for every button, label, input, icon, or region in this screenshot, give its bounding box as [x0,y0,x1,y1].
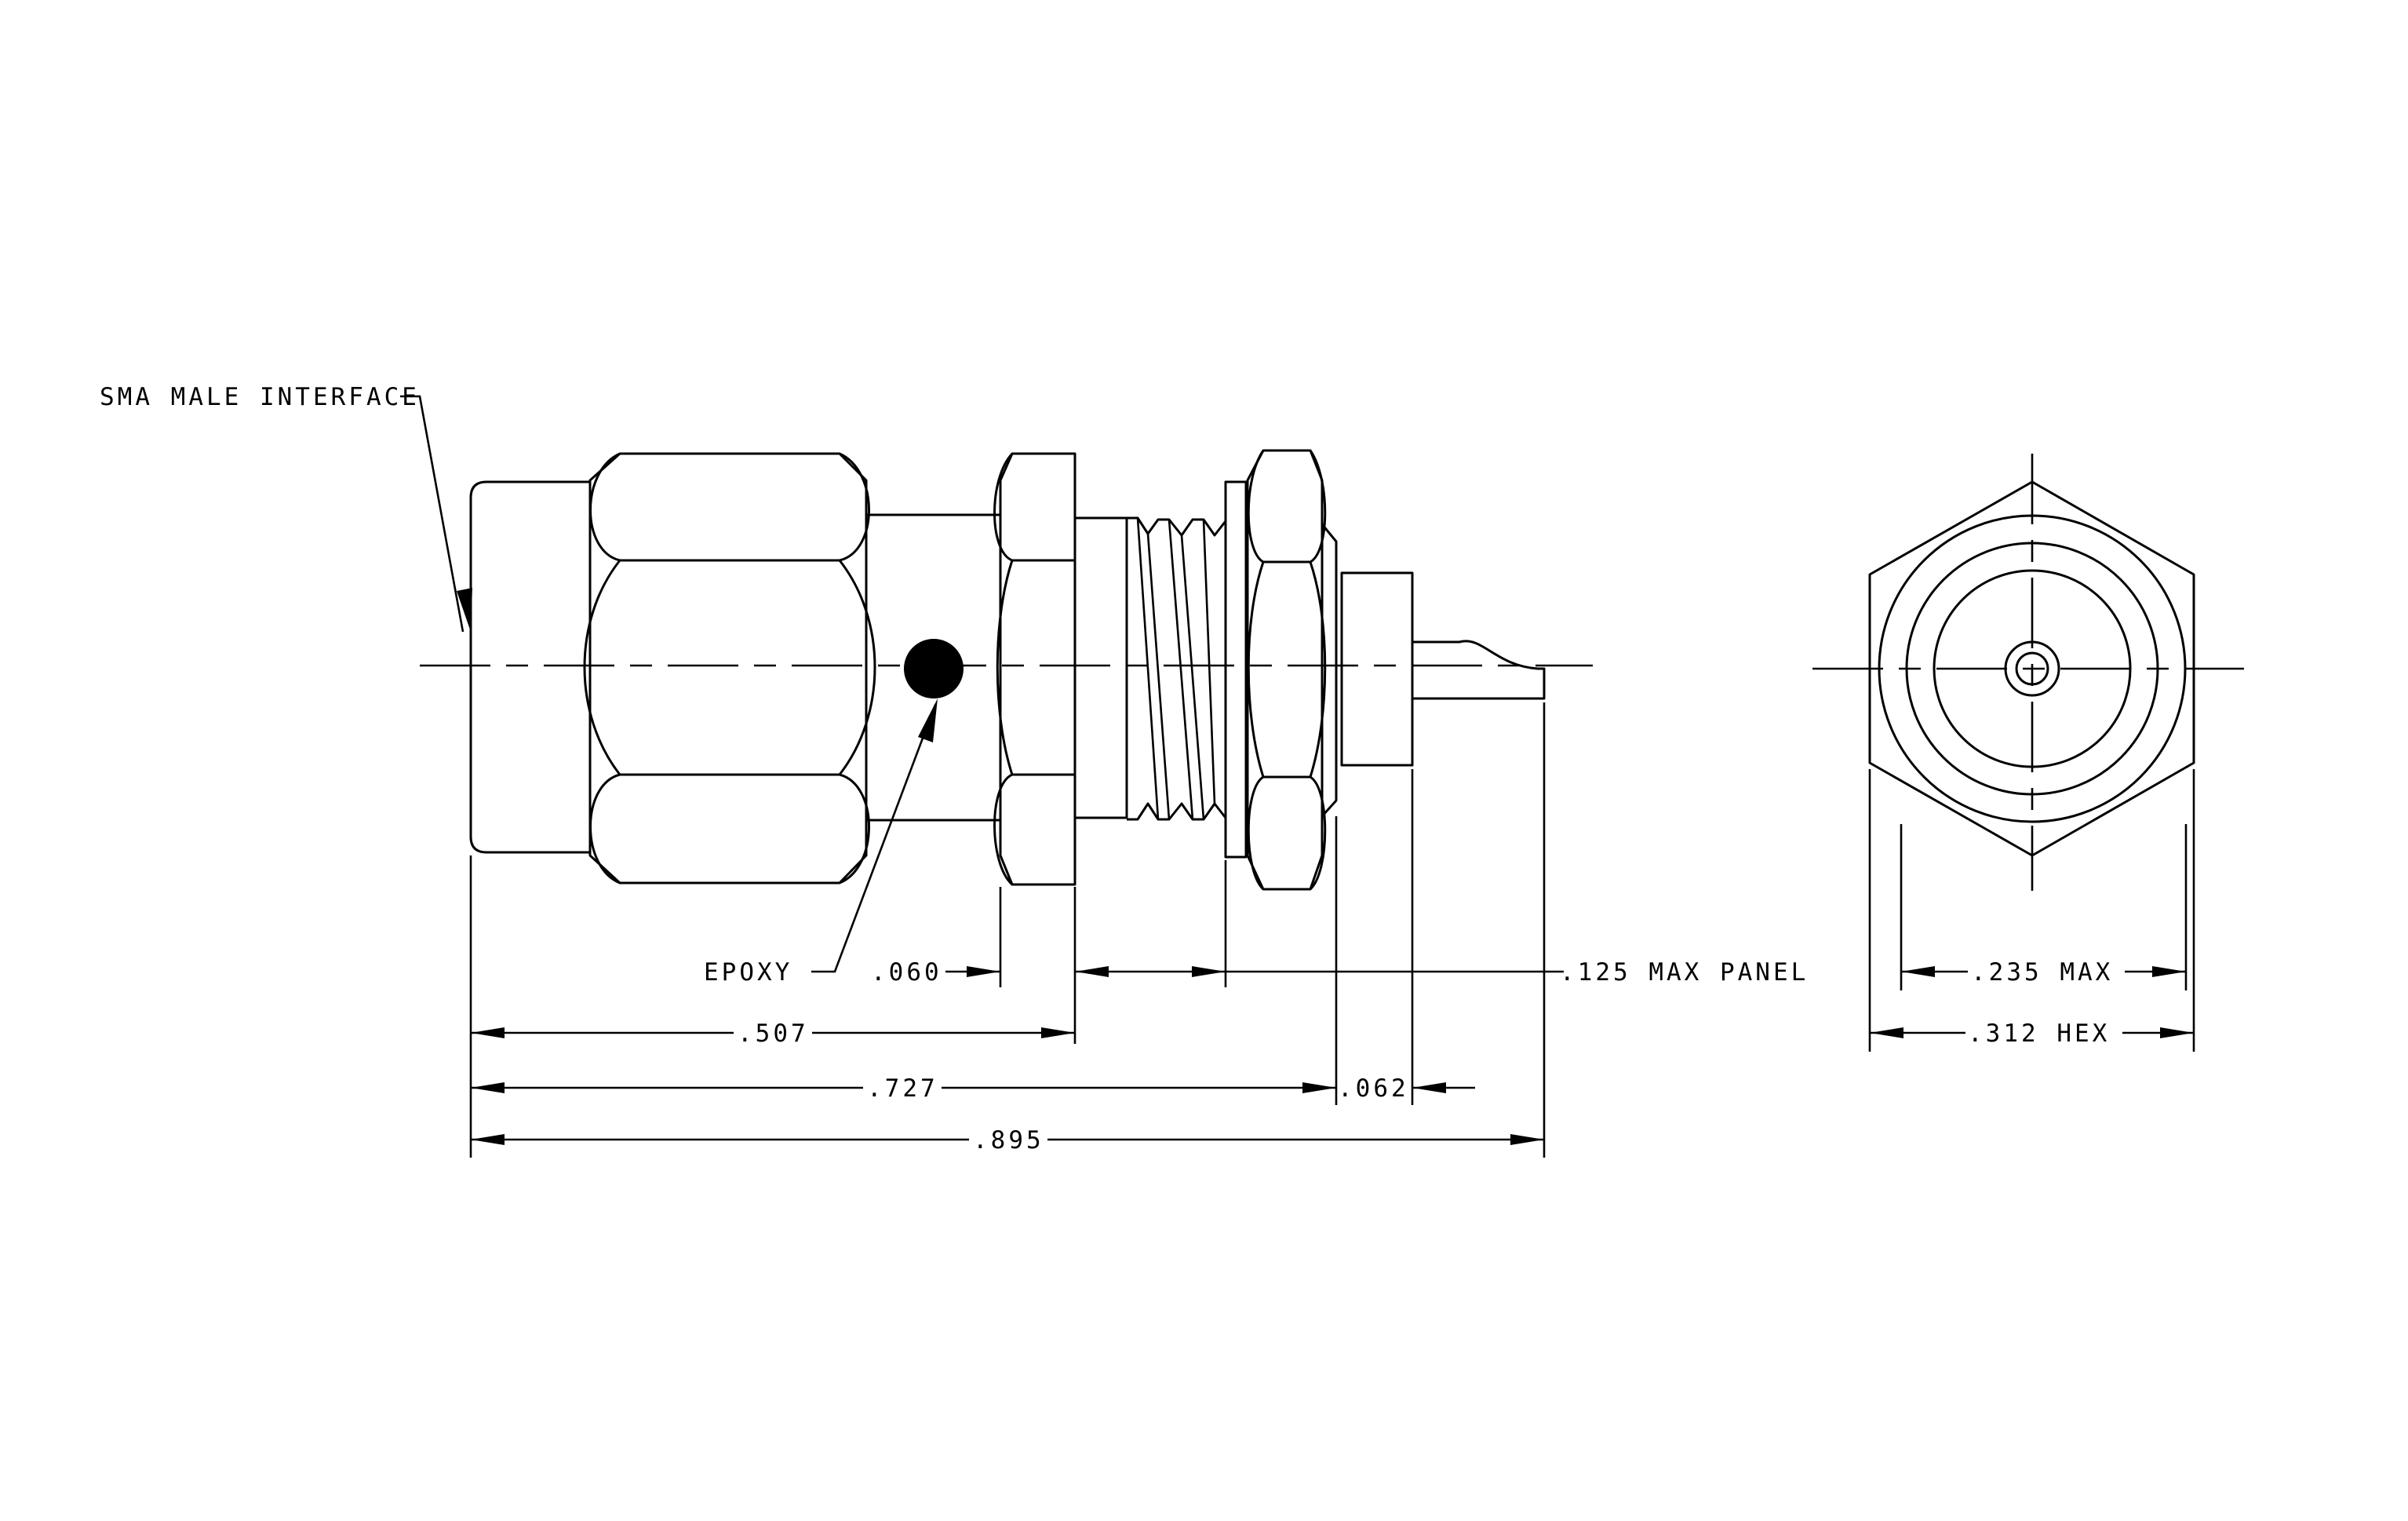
sma-leader-arrow [457,588,472,632]
pin-outer-circle [2004,640,2060,697]
sma-coupling-body [469,480,590,854]
dim-895-arrow-right [1510,1134,1544,1145]
dim-312-label: .312 HEX [1968,1019,2110,1048]
connector-body [866,513,1000,822]
epoxy-leader-arrow [918,698,938,742]
dim-727-label: .727 [867,1074,938,1103]
dim-060-label: .060 [871,958,942,987]
dim-312-arrow-left [1870,1027,1903,1038]
panel-hex-nut [1246,449,1327,891]
thread-section [1127,516,1227,821]
dim-235-arrow-left [1901,966,1935,977]
dim-235-label: .235 MAX [1971,958,2113,987]
pin-inner-circle [2015,651,2049,686]
inner-circle [1933,569,2132,768]
dim-125-label: .125 MAX PANEL [1560,958,1809,987]
dim-507-arrow-right [1041,1027,1075,1038]
side-view [420,449,1593,891]
rear-body [1340,571,1414,767]
coupling-hex-nut [583,452,876,885]
dim-125-arrow-left [1075,966,1109,977]
dim-312-arrow-right [2160,1027,2194,1038]
solder-pin [1412,640,1546,700]
outer-circle [1878,514,2187,823]
dim-125-arrow-right [1192,966,1226,977]
dim-507-arrow-left [471,1027,505,1038]
dim-062-arrow [1412,1082,1446,1093]
epoxy-leader-line [811,704,937,973]
epoxy-label: EPOXY [704,958,792,987]
sma-interface-label: SMA MALE INTERFACE [100,383,420,411]
dim-507-label: .507 [738,1019,809,1048]
dim-727-arrow-left [471,1082,505,1093]
dim-062-label: .062 [1338,1074,1409,1103]
dim-235-arrow-right [2152,966,2186,977]
end-view-hex [1868,480,2195,857]
dim-060-arrow [967,966,1000,977]
collar [1075,516,1128,819]
epoxy-dot [904,639,964,698]
lock-washer [1321,523,1338,818]
body-circle [1905,542,2159,796]
extension-lines [469,702,2195,1158]
end-view [1812,454,2244,891]
dim-895-label: .895 [973,1126,1044,1154]
rear-hex [993,452,1076,886]
panel-washer [1224,480,1248,859]
sma-leader-line [400,395,464,633]
dim-895-arrow-left [471,1134,505,1145]
dim-727-arrow-right [1302,1082,1336,1093]
